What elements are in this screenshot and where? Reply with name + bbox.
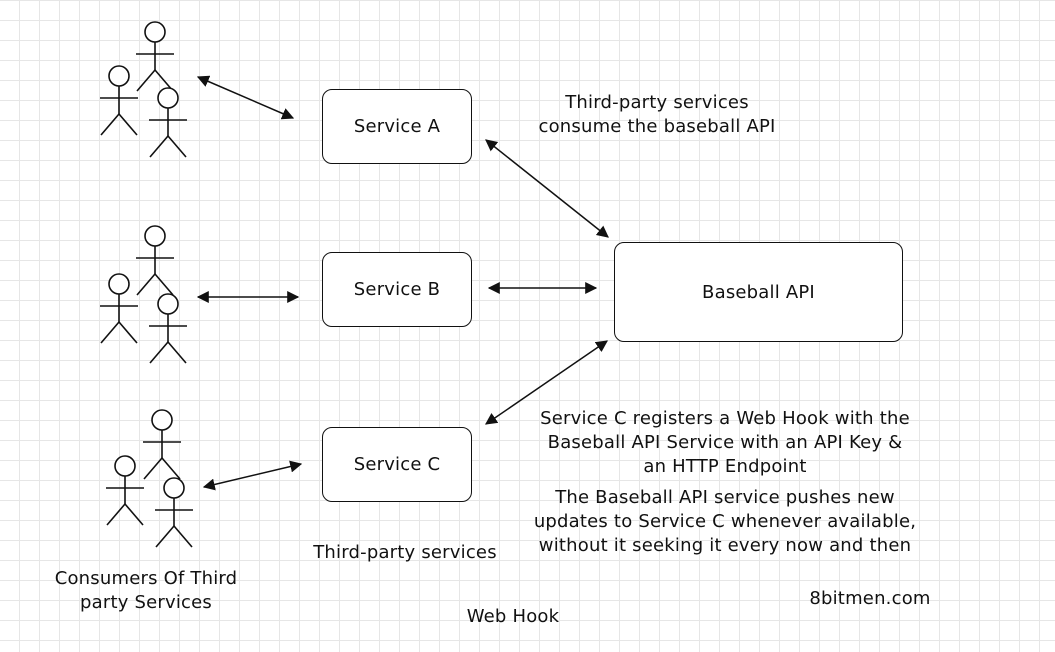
arrow-service-c-to-api: [485, 340, 608, 425]
person-icon: [99, 65, 139, 136]
person-icon: [142, 409, 182, 480]
note-line: Service C registers a Web Hook with the: [540, 408, 910, 429]
baseball-api-box: Baseball API: [614, 242, 903, 342]
person-icon: [99, 273, 139, 344]
service-c-box: Service C: [322, 427, 472, 502]
note-line: an HTTP Endpoint: [643, 456, 807, 477]
service-a-box: Service A: [322, 89, 472, 164]
actor-group-a: [99, 21, 188, 158]
note-line: updates to Service C whenever available,: [533, 511, 917, 532]
note-line: Baseball API Service with an API Key &: [547, 432, 903, 453]
arrow-consumers-to-service-c: [202, 460, 303, 491]
person-icon: [154, 477, 194, 548]
consumers-label: Consumers Of Third party Services: [36, 567, 256, 615]
note-line: without it seeking it every now and then: [538, 535, 912, 556]
watermark: 8bitmen.com: [809, 588, 931, 609]
person-icon: [148, 87, 188, 158]
note-line: Third-party services: [565, 92, 749, 113]
note-line: Consumers Of Third: [54, 568, 238, 589]
service-a-label: Service A: [353, 116, 441, 137]
diagram-title: Web Hook: [466, 606, 560, 627]
third-party-services-label: Third-party services: [313, 542, 497, 563]
note-line: party Services: [80, 592, 212, 613]
arrow-service-a-to-api: [485, 139, 609, 238]
person-icon: [148, 293, 188, 364]
person-icon: [105, 455, 145, 526]
actor-group-c: [105, 409, 194, 548]
service-b-label: Service B: [353, 279, 441, 300]
service-b-box: Service B: [322, 252, 472, 327]
actor-group-b: [99, 225, 188, 364]
baseball-api-label: Baseball API: [702, 281, 815, 303]
arrow-consumers-to-service-a: [196, 75, 295, 120]
service-c-label: Service C: [353, 454, 441, 475]
note-third-party-consume: Third-party services consume the basebal…: [507, 91, 807, 139]
person-icon: [135, 21, 175, 92]
person-icon: [135, 225, 175, 296]
note-push-updates: The Baseball API service pushes new upda…: [515, 486, 935, 558]
note-line: consume the baseball API: [538, 116, 776, 137]
note-line: The Baseball API service pushes new: [555, 487, 895, 508]
note-webhook-registration: Service C registers a Web Hook with the …: [515, 407, 935, 479]
